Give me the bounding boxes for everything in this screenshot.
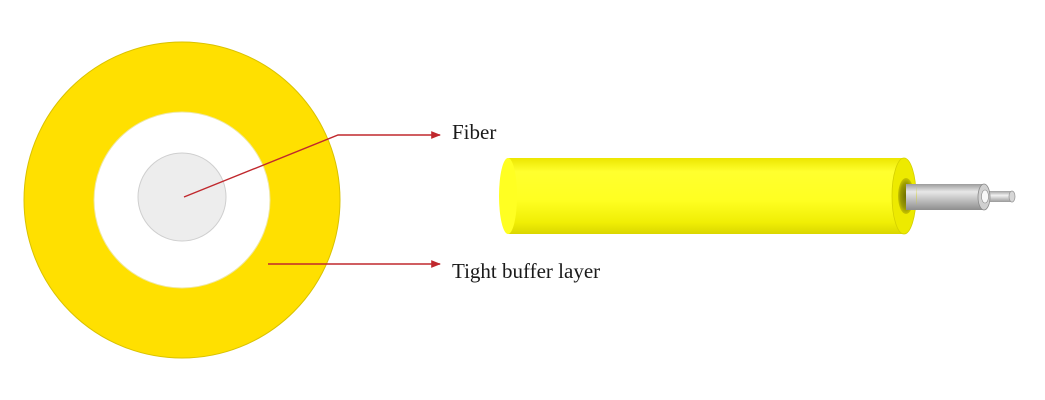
cross-section bbox=[23, 41, 341, 359]
cable-side-view bbox=[499, 157, 1016, 235]
fiber-tip bbox=[984, 191, 1012, 202]
fiber-leader-line bbox=[183, 131, 441, 198]
tight-buffer-layer-label: Tight buffer layer bbox=[452, 259, 601, 283]
tube-body bbox=[508, 158, 904, 234]
inner-sleeve-hole bbox=[981, 189, 989, 204]
fiber-core bbox=[137, 152, 227, 242]
inner-sleeve bbox=[910, 184, 984, 210]
sleeve-entry bbox=[906, 184, 916, 210]
fiber-tip-end bbox=[1008, 190, 1016, 203]
fiber-label: Fiber bbox=[452, 120, 497, 144]
tube-back-end bbox=[499, 158, 517, 234]
